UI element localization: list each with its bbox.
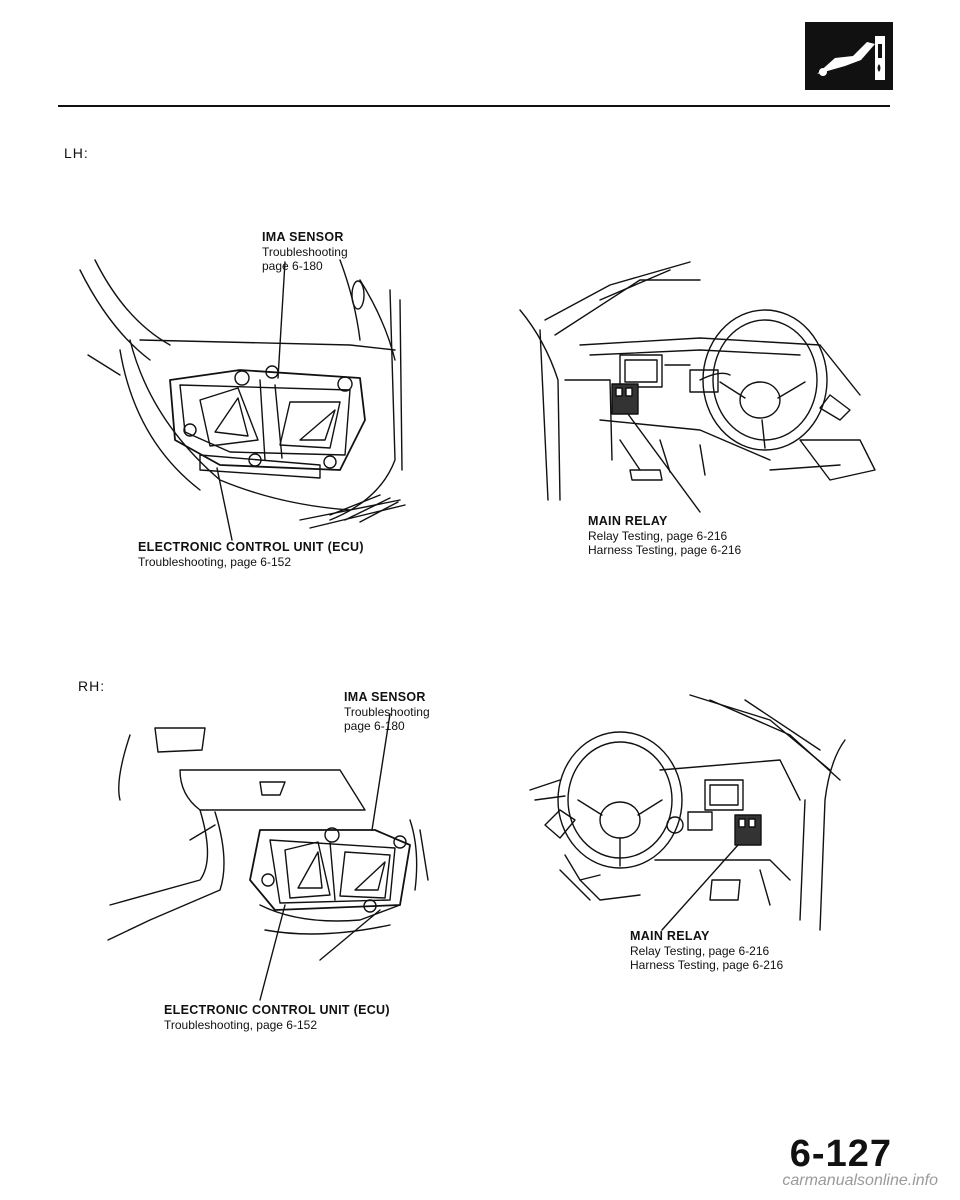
lh-main-relay-name: MAIN RELAY: [588, 514, 668, 528]
lh-ima-sensor-ref-line1: Troubleshooting: [262, 244, 348, 259]
rh-main-relay-harness-testing: Harness Testing, page 6-216: [630, 957, 784, 972]
lh-main-relay-harness-testing: Harness Testing, page 6-216: [588, 542, 742, 557]
lh-main-relay-relay-testing: Relay Testing, page 6-216: [588, 528, 728, 543]
lh-label: LH:: [64, 145, 89, 161]
rh-ecu-ref: Troubleshooting, page 6-152: [164, 1017, 317, 1032]
rh-ecu-name: ELECTRONIC CONTROL UNIT (ECU): [164, 1003, 390, 1017]
rh-label: RH:: [78, 678, 106, 694]
rh-ecu-callout: ELECTRONIC CONTROL UNIT (ECU) Troublesho…: [164, 1003, 390, 1032]
lh-ecu-ref: Troubleshooting, page 6-152: [138, 554, 291, 569]
lh-ima-sensor-callout: IMA SENSOR Troubleshooting page 6-180: [262, 230, 348, 273]
lh-ima-sensor-name: IMA SENSOR: [262, 230, 344, 244]
lh-ima-sensor-ref-line2: page 6-180: [262, 258, 323, 273]
lh-ecu-callout: ELECTRONIC CONTROL UNIT (ECU) Troublesho…: [138, 540, 364, 569]
rh-main-relay-name: MAIN RELAY: [630, 929, 710, 943]
page-number: 6-127: [789, 1133, 892, 1175]
rh-main-relay-relay-testing: Relay Testing, page 6-216: [630, 943, 770, 958]
lh-ecu-name: ELECTRONIC CONTROL UNIT (ECU): [138, 540, 364, 554]
rh-ima-sensor-ref-line2: page 6-180: [344, 718, 405, 733]
watermark: carmanualsonline.info: [782, 1172, 938, 1189]
rh-ima-sensor-callout: IMA SENSOR Troubleshooting page 6-180: [344, 690, 430, 733]
lh-main-relay-callout: MAIN RELAY Relay Testing, page 6-216 Har…: [588, 514, 741, 557]
header-divider: [58, 105, 890, 107]
rh-main-relay-callout: MAIN RELAY Relay Testing, page 6-216 Har…: [630, 929, 783, 972]
fuel-pump-section-icon: [805, 22, 893, 90]
rh-ima-sensor-name: IMA SENSOR: [344, 690, 426, 704]
rh-ima-sensor-ref-line1: Troubleshooting: [344, 704, 430, 719]
